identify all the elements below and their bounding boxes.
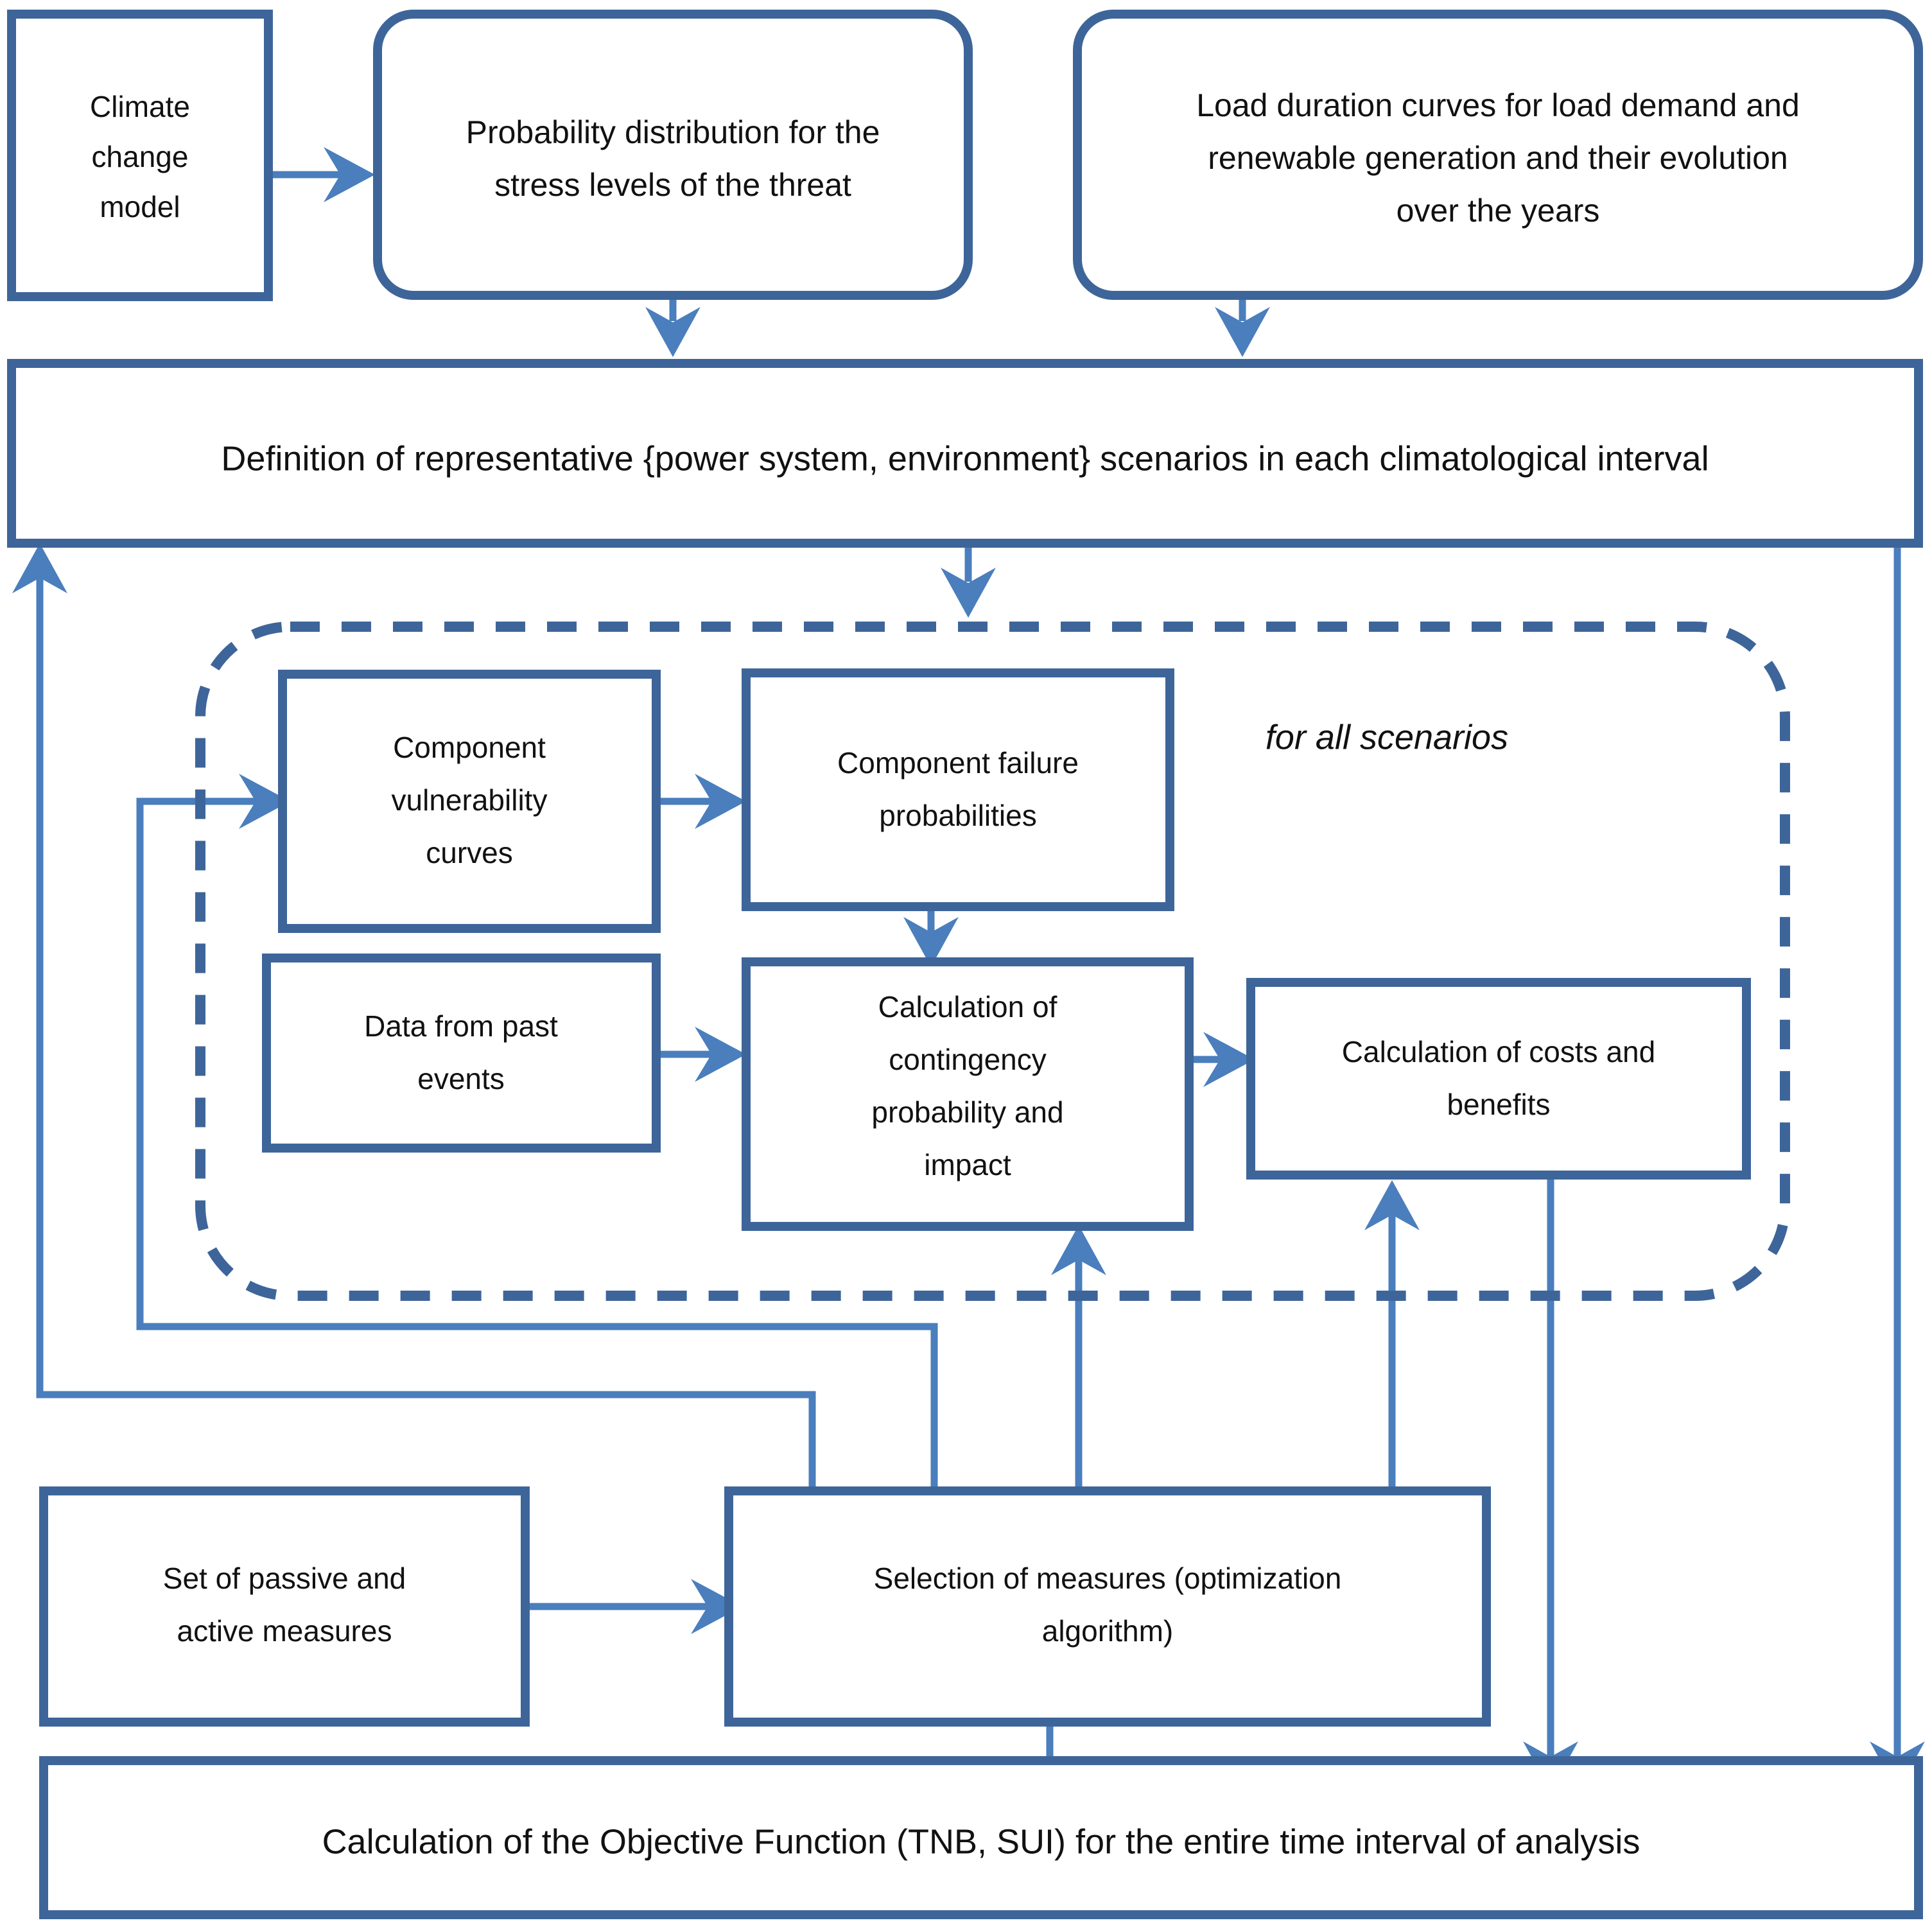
set-of-measures-line-2: active measures (177, 1614, 392, 1648)
for-all-scenarios-region (195, 622, 1790, 1301)
set-of-measures-line-1: Set of passive and (163, 1562, 406, 1595)
node-load-duration-curves[interactable]: Load duration curves for load demand and… (1073, 10, 1923, 300)
component-failure-probabilities-line-1: Component failure (837, 746, 1079, 780)
data-from-past-events-line-1: Data from past (364, 1009, 558, 1043)
calculation-of-contingency-line-2: contingency (889, 1043, 1047, 1076)
calculation-of-contingency-line-1: Calculation of (878, 990, 1057, 1023)
calculation-of-costs-line-2: benefits (1447, 1088, 1550, 1121)
node-objective-function[interactable]: Calculation of the Objective Function (T… (39, 1756, 1923, 1919)
node-component-failure-probabilities[interactable]: Component failure probabilities (742, 668, 1174, 911)
node-definition-of-scenarios[interactable]: Definition of representative {power syst… (7, 359, 1923, 548)
edge-vulnerability-to-failure (656, 774, 746, 829)
data-from-past-events-line-2: events (417, 1062, 505, 1095)
component-vulnerability-curves-line-2: vulnerability (392, 783, 548, 817)
component-vulnerability-curves-line-1: Component (393, 731, 546, 764)
edge-selection-to-contingency (1051, 1225, 1106, 1491)
calculation-of-contingency-line-4: impact (924, 1148, 1011, 1181)
edge-definition-to-objective (1870, 539, 1925, 1791)
edge-selection-to-vulnerability (136, 774, 938, 1491)
load-duration-curves-line-3: over the years (1397, 193, 1600, 229)
calculation-of-costs-line-1: Calculation of costs and (1342, 1035, 1655, 1068)
edge-costs-to-objective (1523, 1175, 1578, 1791)
edge-selection-to-definition (12, 543, 816, 1491)
node-climate-change-model[interactable]: Climate change model (7, 10, 273, 301)
node-set-of-measures[interactable]: Set of passive and active measures (39, 1486, 530, 1727)
edge-climate-to-probability (268, 147, 375, 202)
load-duration-curves-line-1: Load duration curves for load demand and (1196, 87, 1800, 123)
edge-load-to-definition (1215, 295, 1270, 357)
node-component-vulnerability-curves[interactable]: Component vulnerability curves (278, 670, 661, 933)
selection-of-measures-line-2: algorithm) (1042, 1614, 1174, 1648)
edge-selection-to-costs (1364, 1180, 1420, 1491)
climate-change-model-line-3: model (100, 190, 180, 223)
component-vulnerability-curves-line-3: curves (426, 836, 512, 869)
definition-of-scenarios-label: Definition of representative {power syst… (221, 439, 1709, 478)
node-selection-of-measures[interactable]: Selection of measures (optimization algo… (724, 1486, 1491, 1727)
load-duration-curves-line-2: renewable generation and their evolution (1208, 140, 1788, 176)
objective-function-label: Calculation of the Objective Function (T… (322, 1822, 1640, 1861)
component-failure-probabilities-line-2: probabilities (879, 799, 1036, 832)
node-calculation-of-costs-and-benefits[interactable]: Calculation of costs and benefits (1246, 978, 1751, 1180)
edge-contingency-to-costs (1189, 1032, 1255, 1087)
calculation-of-contingency-line-3: probability and (871, 1095, 1063, 1129)
selection-of-measures-line-1: Selection of measures (optimization (874, 1562, 1342, 1595)
climate-change-model-line-1: Climate (90, 90, 190, 123)
edge-measures-to-selection (525, 1579, 742, 1634)
edge-definition-to-failure (941, 543, 996, 618)
edge-pastevents-to-contingency (656, 1027, 746, 1082)
probability-distribution-line-1: Probability distribution for the (466, 114, 880, 150)
node-data-from-past-events[interactable]: Data from past events (262, 954, 661, 1153)
for-all-scenarios-label: for all scenarios (1266, 718, 1508, 756)
node-calculation-of-contingency[interactable]: Calculation of contingency probability a… (742, 957, 1194, 1231)
probability-distribution-line-2: stress levels of the threat (494, 167, 851, 203)
climate-change-model-line-2: change (92, 140, 189, 173)
node-probability-distribution[interactable]: Probability distribution for the stress … (373, 10, 973, 300)
edge-probability-to-definition (645, 295, 701, 357)
